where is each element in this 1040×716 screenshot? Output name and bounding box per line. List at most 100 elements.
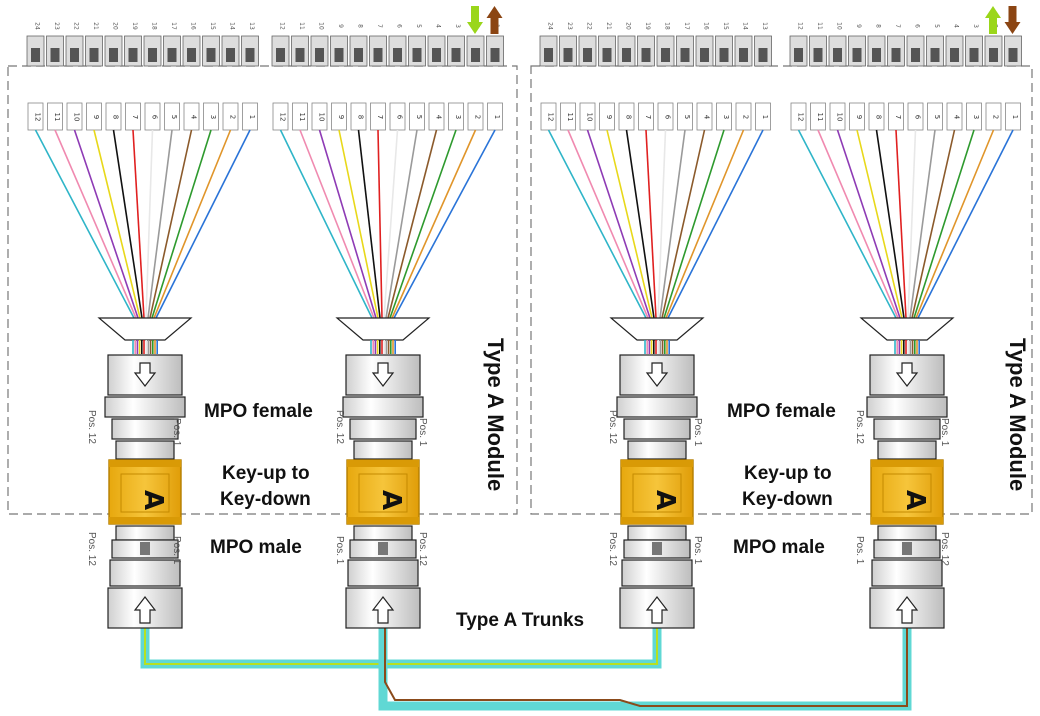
panel-port-slot: [563, 48, 573, 62]
fiber-line: [667, 129, 764, 319]
pos-1-label: Pos. 1: [417, 418, 428, 447]
cassette-port-number: 4: [953, 115, 961, 120]
cassette-port-number: 3: [972, 115, 980, 119]
mpo-female-ferrule: [873, 418, 941, 440]
panel-port-number: 11: [816, 22, 823, 30]
fiber-line: [391, 129, 477, 319]
fiber-line: [393, 129, 496, 319]
key-down-label-left: Key-down: [220, 489, 311, 510]
pos-12-label: Pos. 12: [607, 532, 618, 566]
panel-port-slot: [758, 48, 768, 62]
type-a-trunks-label: Type A Trunks: [456, 610, 585, 631]
panel-port-number: 20: [625, 22, 632, 30]
key-down-arrow-icon: [371, 362, 395, 387]
cassette-port-number: 8: [112, 115, 120, 119]
cassette-port-number: 2: [992, 115, 1000, 119]
adapter-type-letter: A: [900, 490, 930, 510]
panel-port-number: 22: [586, 22, 593, 30]
key-up-arrow-icon: [371, 596, 395, 624]
mpo-male-label-left: MPO male: [210, 537, 302, 558]
connector-boot: [335, 317, 431, 341]
mpo-male-label-right: MPO male: [733, 537, 825, 558]
panel-port-slot: [661, 48, 670, 62]
pos-12-label: Pos. 12: [417, 532, 428, 566]
fiber-line: [645, 129, 657, 319]
fiber-line: [913, 129, 975, 319]
fiber-line: [895, 129, 907, 319]
type-a-module-label-right: Type A Module: [1005, 338, 1030, 492]
pos-1-label: Pos. 1: [171, 418, 182, 447]
panel-port-slot: [622, 48, 631, 62]
fiber-line: [299, 129, 375, 319]
fiber-line: [54, 129, 137, 319]
cassette-port-number: 4: [435, 115, 443, 120]
panel-port-slot: [950, 48, 959, 62]
panel-port-number: 23: [566, 22, 573, 30]
panel-port-number: 3: [972, 24, 979, 28]
pos-12-label: Pos. 12: [86, 410, 97, 444]
cassette-port-number: 11: [816, 113, 824, 122]
pos-1-label: Pos. 1: [692, 418, 703, 447]
mpo-male-pin-body: [877, 525, 937, 541]
mpo-female-ferrule: [349, 418, 417, 440]
panel-port-slot: [739, 48, 748, 62]
panel-port-slot: [245, 48, 255, 62]
cassette-port-number: 4: [703, 115, 711, 120]
fiber-line: [659, 129, 686, 319]
mpo-adapter-rim: [109, 460, 181, 467]
fiber-line: [147, 129, 173, 319]
panel-port-number: 4: [435, 24, 442, 28]
cassette-port-number: 9: [855, 115, 863, 119]
fiber-line: [385, 129, 418, 319]
panel-port-number: 12: [279, 22, 286, 30]
fiber-line: [93, 129, 141, 319]
panel-port-slot: [167, 48, 177, 62]
fiber-line: [586, 129, 651, 319]
mpo-male-pin-body: [353, 525, 413, 541]
pos-1-label: Pos. 1: [171, 536, 182, 565]
panel-port-number: 14: [229, 22, 236, 30]
cassette-port-number: 8: [875, 115, 883, 119]
key-down-arrow-icon: [645, 362, 669, 387]
key-down-arrow-icon: [895, 362, 919, 387]
adapter-type-letter: A: [138, 490, 168, 510]
panel-port-number: 16: [190, 22, 197, 30]
panel-port-number: 17: [170, 22, 177, 30]
fiber-line: [797, 129, 897, 319]
panel-port-slot: [490, 48, 500, 62]
fiber-line: [389, 129, 457, 319]
mpo-female-ferrule: [616, 396, 698, 418]
cassette-port-number: 7: [644, 115, 652, 119]
panel-port-number: 22: [73, 22, 80, 30]
pos-12-label: Pos. 12: [334, 410, 345, 444]
panel-port-slot: [989, 48, 998, 62]
panel-port-number: 7: [376, 24, 383, 28]
polarity-arrow-icon: [1004, 6, 1021, 34]
pos-12-label: Pos. 12: [939, 532, 950, 566]
mpo-male-key: [378, 542, 388, 555]
fiber-line: [151, 129, 212, 319]
cassette-port-number: 5: [933, 115, 941, 119]
connector-boot: [859, 317, 955, 341]
cassette-port-number: 12: [279, 113, 287, 122]
pos-12-label: Pos. 12: [86, 532, 97, 566]
pos-1-label: Pos. 1: [854, 536, 865, 565]
adapter-key-panel: [120, 473, 170, 513]
panel-port-number: 17: [683, 22, 690, 30]
mpo-female-ferrule: [104, 396, 186, 418]
cassette-port-number: 9: [92, 115, 100, 119]
cassette-port-number: 5: [170, 115, 178, 119]
fiber-line: [915, 129, 995, 319]
panel-port-slot: [602, 48, 612, 62]
fiber-line: [663, 129, 725, 319]
fiber-line: [34, 129, 135, 319]
panel-port-slot: [833, 48, 842, 62]
panel-port-number: 11: [298, 22, 305, 30]
panel-port-slot: [354, 48, 363, 62]
panel-port-number: 8: [875, 24, 882, 28]
cassette-port-number: 6: [664, 115, 672, 120]
fiber-line: [836, 129, 901, 319]
mpo-adapter-rim: [871, 517, 943, 524]
